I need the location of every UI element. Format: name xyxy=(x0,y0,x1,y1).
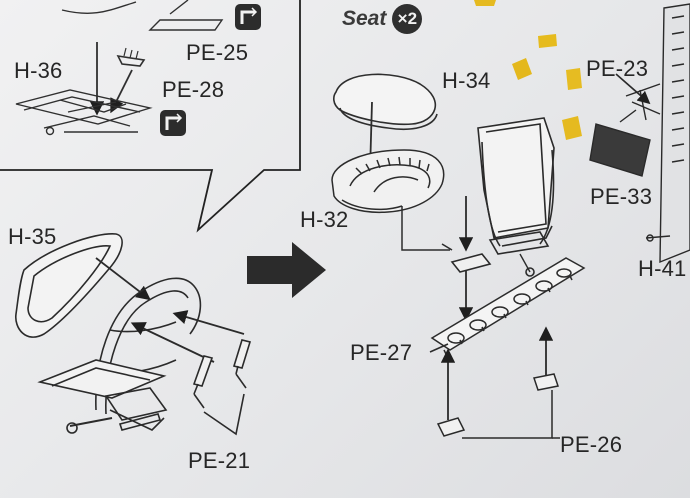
pe26-parts xyxy=(436,326,560,439)
step-arrow-icon xyxy=(247,242,326,298)
highlighted-yellow-parts xyxy=(474,0,582,140)
label-h35: H-35 xyxy=(8,224,57,249)
seat-step-header: Seat ×2 xyxy=(342,4,423,34)
seat-pan-h32 xyxy=(331,149,450,251)
seat-cushion-h34 xyxy=(333,73,438,176)
label-h36: H-36 xyxy=(14,58,63,83)
label-h41: H-41 xyxy=(638,256,687,281)
label-pe23: PE-23 xyxy=(586,56,649,81)
label-h32: H-32 xyxy=(300,207,349,232)
top-left-subassembly xyxy=(15,0,224,136)
label-pe28: PE-28 xyxy=(162,77,225,102)
pe27-strip xyxy=(429,257,586,355)
photo-etch-bend-icon xyxy=(235,4,261,30)
label-pe27: PE-27 xyxy=(350,340,413,365)
label-pe25: PE-25 xyxy=(186,40,249,65)
right-edge-subassembly xyxy=(589,3,690,264)
seat-frame-subassembly xyxy=(441,117,555,322)
label-pe21: PE-21 xyxy=(188,448,251,473)
label-pe33: PE-33 xyxy=(590,184,653,209)
label-pe26: PE-26 xyxy=(560,432,623,457)
seat-title: Seat xyxy=(342,7,387,30)
left-callout-panel xyxy=(0,0,301,233)
quantity-badge: ×2 xyxy=(392,4,423,34)
photo-etch-bend-icon xyxy=(160,110,186,136)
label-h34: H-34 xyxy=(442,68,491,93)
bottom-left-seat-assembly xyxy=(15,233,252,436)
